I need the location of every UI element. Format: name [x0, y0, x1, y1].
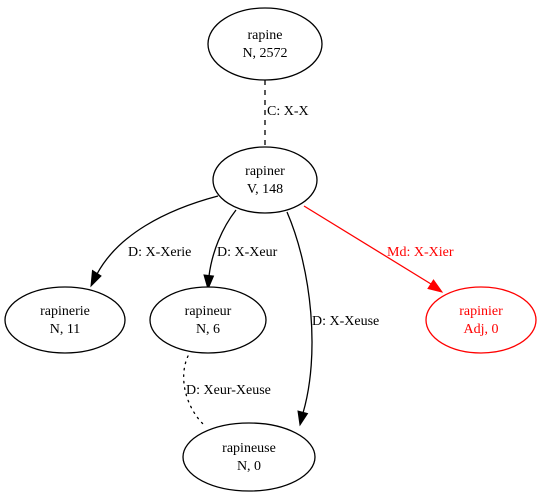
node-ellipse [182, 422, 316, 492]
node-info: Adj, 0 [464, 322, 499, 337]
edge-label-rapiner-rapineur: D: X-Xeur [217, 245, 278, 260]
edge-rapiner-rapineur: D: X-Xeur [203, 209, 278, 291]
node-rapineuse: rapineuse N, 0 [182, 422, 316, 492]
node-info: N, 0 [237, 459, 261, 474]
edge-label-rapineur-rapineuse: D: Xeur-Xeuse [186, 383, 271, 398]
edge-rapiner-rapineuse: D: X-Xeuse [286, 211, 379, 427]
node-ellipse [4, 286, 126, 354]
node-info: N, 11 [50, 322, 81, 337]
edge-rapiner-rapinerie: D: X-Xerie [90, 195, 219, 288]
node-info: N, 2572 [242, 46, 287, 61]
arrowhead-rapinier [427, 279, 444, 293]
node-info: V, 148 [247, 182, 283, 197]
arrowhead-rapineur [203, 274, 215, 291]
arrowhead-rapinerie [90, 269, 102, 288]
node-rapineur: rapineur N, 6 [149, 286, 267, 354]
edge-label-rapiner-rapinerie: D: X-Xerie [128, 245, 191, 260]
edge-label-rapine-rapiner: C: X-X [267, 104, 309, 119]
node-rapinerie: rapinerie N, 11 [4, 286, 126, 354]
node-ellipse [212, 146, 318, 214]
node-word: rapineuse [222, 441, 276, 456]
node-ellipse [425, 286, 537, 354]
node-rapine: rapine N, 2572 [207, 7, 323, 81]
node-word: rapine [248, 28, 283, 43]
edge-label-rapiner-rapinier: Md: X-Xier [387, 245, 454, 260]
node-ellipse [149, 286, 267, 354]
edge-rapine-rapiner: C: X-X [264, 80, 309, 148]
node-ellipse [207, 7, 323, 81]
node-rapinier: rapinier Adj, 0 [425, 286, 537, 354]
edge-rapineur-rapineuse: D: Xeur-Xeuse [183, 355, 271, 427]
node-rapiner: rapiner V, 148 [212, 146, 318, 214]
node-word: rapiner [245, 164, 285, 179]
node-word: rapinier [459, 304, 503, 319]
edge-label-rapiner-rapineuse: D: X-Xeuse [312, 314, 379, 329]
node-word: rapineur [185, 304, 232, 319]
arrowhead-rapineuse [297, 410, 309, 427]
node-info: N, 6 [196, 322, 220, 337]
node-word: rapinerie [40, 304, 90, 319]
edge-rapiner-rapinier: Md: X-Xier [303, 205, 454, 293]
